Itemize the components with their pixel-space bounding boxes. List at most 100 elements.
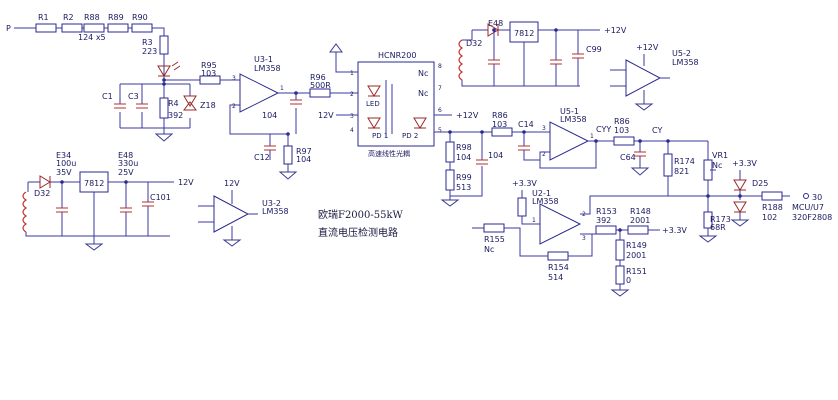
- label-cyy: CYY: [596, 125, 611, 134]
- label-c101: C101: [150, 193, 171, 202]
- svg-text:1: 1: [280, 85, 284, 92]
- label-r86a: R86: [492, 111, 508, 120]
- label-d32a: D32: [466, 39, 482, 48]
- label-mcu-pin: 30: [812, 193, 822, 202]
- opto-led: [367, 85, 381, 97]
- opamp-u2-1: [539, 203, 582, 245]
- label-r88: R88: [84, 13, 100, 22]
- ground-symbol: [610, 289, 630, 297]
- label-z18: Z18: [200, 101, 216, 110]
- resistor-r99: [445, 169, 455, 191]
- resistor-r89: [107, 23, 129, 33]
- resistor-r90: [131, 23, 153, 33]
- label-e34-value: 100u: [56, 159, 76, 168]
- svg-text:1: 1: [532, 217, 536, 224]
- label-r86b: R86: [614, 117, 630, 126]
- label-r90: R90: [132, 13, 148, 22]
- label-12v-b: 12V: [178, 178, 194, 187]
- svg-text:3: 3: [350, 113, 354, 120]
- ground-symbol: [630, 167, 650, 176]
- label-r174: R174: [674, 157, 695, 166]
- svg-text:7: 7: [438, 85, 442, 92]
- ground-symbol: [440, 199, 460, 207]
- resistor-pullup: [517, 197, 527, 217]
- diode-d25-bottom: [733, 201, 747, 213]
- resistor-r153: [595, 225, 617, 235]
- label-c12: C12: [254, 153, 270, 162]
- label-u3-2-type: LM358: [262, 207, 289, 216]
- mcu-pin-connector: [803, 193, 809, 199]
- opamp-u5-1: [549, 121, 590, 161]
- ground-symbol: [84, 243, 104, 251]
- svg-text:5: 5: [438, 127, 442, 134]
- label-c1: C1: [102, 92, 113, 101]
- resistor-r174: [663, 153, 673, 177]
- label-r153-value: 392: [596, 216, 611, 225]
- label-r95-value: 103: [201, 69, 216, 78]
- resistor-r148: [627, 225, 649, 235]
- svg-text:2: 2: [542, 151, 546, 158]
- resistor-r97: [283, 145, 293, 165]
- label-plus12v-b: +12V: [604, 26, 627, 35]
- label-r4-value: 392: [168, 111, 183, 120]
- optocoupler-hcnr200: [357, 61, 435, 147]
- input-label: P: [6, 24, 11, 33]
- label-led: LED: [366, 100, 380, 108]
- label-hcnr200: HCNR200: [378, 51, 416, 60]
- label-e34-voltage: 35V: [56, 168, 72, 177]
- label-r98-value: 104: [456, 153, 471, 162]
- transformer-winding-b: [22, 191, 28, 233]
- svg-text:2: 2: [350, 91, 354, 98]
- label-u3-1: U3-1: [254, 55, 273, 64]
- resistor-r3: [159, 35, 169, 55]
- opamp-u3-2: [213, 195, 250, 233]
- label-r3: R3: [142, 38, 153, 47]
- resistor-r86b: [613, 136, 635, 146]
- label-vr1: VR1: [712, 151, 728, 160]
- resistor-r151: [615, 265, 625, 285]
- label-e48b-voltage: 25V: [118, 168, 134, 177]
- label-r154: R154: [548, 263, 569, 272]
- svg-text:3: 3: [542, 125, 546, 132]
- label-r173: R173: [710, 215, 731, 224]
- svg-text:1: 1: [590, 133, 594, 140]
- opto-photodiode-2: [413, 117, 427, 129]
- title-line-2: 直流电压检测电路: [318, 226, 398, 239]
- label-c99: C99: [586, 45, 602, 54]
- svg-text:6: 6: [438, 107, 442, 114]
- zener-z18: [183, 95, 197, 111]
- label-r3-value: 223: [142, 47, 157, 56]
- opamp-u3-1: [239, 73, 280, 113]
- label-r155-value: Nc: [484, 245, 494, 254]
- label-r173-value: 68R: [710, 223, 726, 232]
- label-r148: R148: [630, 207, 651, 216]
- label-c104a: 104: [262, 111, 277, 120]
- label-r151-value: 0: [626, 276, 631, 285]
- label-r149-value: 2001: [626, 251, 646, 260]
- label-d32b: D32: [34, 189, 50, 198]
- label-r1: R1: [38, 13, 49, 22]
- resistor-r98: [445, 141, 455, 163]
- label-pd1: PD 1: [372, 132, 388, 140]
- svg-text:1: 1: [350, 70, 354, 77]
- resistor-r2: [61, 23, 83, 33]
- label-u5-1: U5-1: [560, 107, 579, 116]
- label-pd2: PD 2: [402, 132, 418, 140]
- resistor-r88: [83, 23, 105, 33]
- label-12v-a: 12V: [318, 111, 334, 120]
- label-r188-value: 102: [762, 213, 777, 222]
- label-plus12v-a: +12V: [456, 111, 479, 120]
- label-r96: R96: [310, 73, 326, 82]
- label-r-chain-value: 124 x5: [78, 33, 106, 42]
- label-nc1: Nc: [418, 69, 428, 78]
- opto-photodiode-1: [367, 117, 381, 129]
- label-r155: R155: [484, 235, 505, 244]
- label-r86a-value: 103: [492, 120, 507, 129]
- label-r99: R99: [456, 173, 472, 182]
- label-7812b: 7812: [84, 179, 104, 188]
- label-cy: CY: [652, 126, 662, 135]
- label-r2: R2: [63, 13, 74, 22]
- resistor-r86a: [491, 127, 513, 137]
- label-nc2: Nc: [418, 89, 428, 98]
